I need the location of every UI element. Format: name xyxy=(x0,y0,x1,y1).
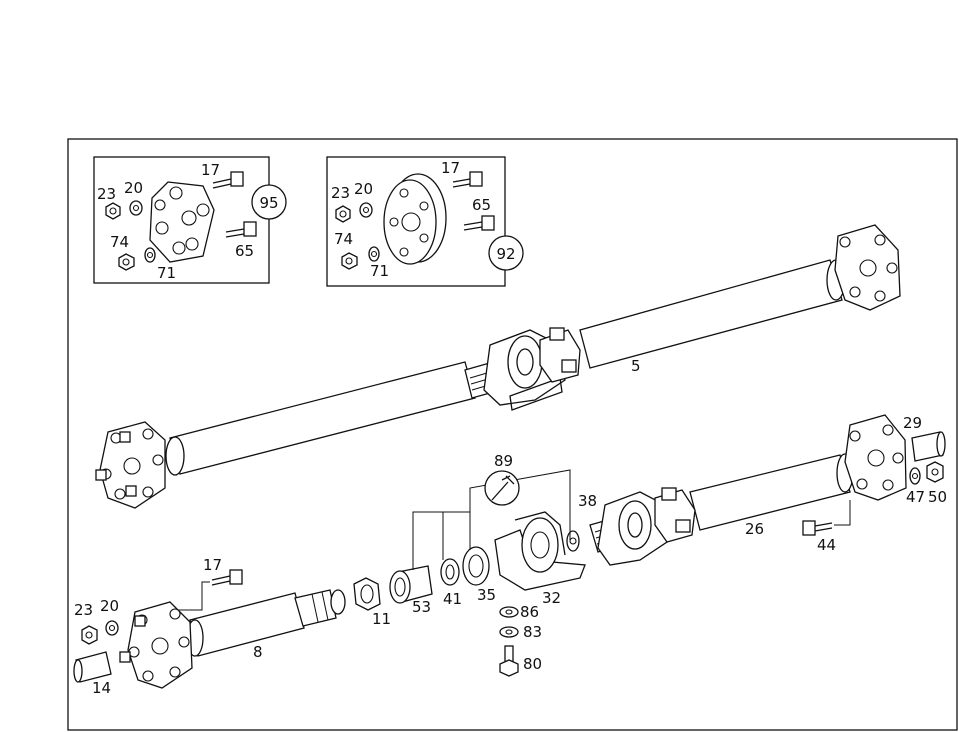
label-92-65: 65 xyxy=(472,196,491,214)
u-joint-5 xyxy=(539,327,581,383)
label-95-20: 20 xyxy=(124,179,143,197)
bearing-35 xyxy=(462,546,490,586)
sleeve-53 xyxy=(389,565,433,604)
nut-11 xyxy=(353,577,381,611)
inset-92: 92 17 23 20 74 71 65 xyxy=(326,156,524,287)
label-86: 86 xyxy=(520,603,539,621)
label-92-23: 23 xyxy=(331,184,350,202)
label-92-20: 20 xyxy=(354,180,373,198)
badge-95 xyxy=(251,184,287,220)
label-23: 23 xyxy=(74,601,93,619)
label-26: 26 xyxy=(745,520,764,538)
label-47: 47 xyxy=(906,488,925,506)
leader-17-flange xyxy=(178,581,210,611)
label-20: 20 xyxy=(100,597,119,615)
flange-26 xyxy=(844,414,907,501)
label-8: 8 xyxy=(253,643,263,661)
main-frame xyxy=(67,138,958,731)
label-38: 38 xyxy=(578,492,597,510)
flange-8 xyxy=(119,601,193,689)
flex-disc-95 xyxy=(149,181,215,263)
bracket-89 xyxy=(412,511,471,570)
u-joint-26 xyxy=(654,487,696,543)
leader-44-flange xyxy=(834,500,851,526)
label-14: 14 xyxy=(92,679,111,697)
badge-92 xyxy=(488,235,524,271)
bolt-44 xyxy=(802,520,833,536)
label-41: 41 xyxy=(443,590,462,608)
label-95-65: 65 xyxy=(235,242,254,260)
label-95-71: 71 xyxy=(157,264,176,282)
bolt-17-main xyxy=(211,569,243,586)
label-92-17: 17 xyxy=(441,159,460,177)
badge-95-text: 95 xyxy=(259,194,278,212)
label-5: 5 xyxy=(631,357,641,375)
label-95-17: 17 xyxy=(201,161,220,179)
wrench-89-icon xyxy=(484,470,520,506)
label-53: 53 xyxy=(412,598,431,616)
bolt-17-92 xyxy=(452,171,483,188)
center-bearing-26 xyxy=(597,491,671,566)
label-83: 83 xyxy=(523,623,542,641)
label-92-74: 74 xyxy=(334,230,353,248)
flange-5-front xyxy=(834,224,901,311)
center-mount-32 xyxy=(494,511,586,591)
label-11: 11 xyxy=(372,610,391,628)
badge-92-text: 92 xyxy=(496,245,515,263)
inset-95: 95 17 23 20 74 71 65 xyxy=(93,156,287,284)
inset-95-frame xyxy=(93,156,270,284)
flange-5-rear xyxy=(95,421,166,509)
flex-coupling-92 xyxy=(383,173,447,265)
label-95-23: 23 xyxy=(97,185,116,203)
bolt-80 xyxy=(499,645,519,677)
label-89: 89 xyxy=(494,452,513,470)
ring-41 xyxy=(440,558,460,586)
label-32: 32 xyxy=(542,589,561,607)
label-17: 17 xyxy=(203,556,222,574)
label-92-71: 71 xyxy=(370,262,389,280)
driveshaft-8: 89 38 17 23 20 14 8 11 53 41 35 32 86 83… xyxy=(73,452,597,697)
label-44: 44 xyxy=(817,536,836,554)
label-95-74: 74 xyxy=(110,233,129,251)
label-50: 50 xyxy=(928,488,947,506)
inset-92-frame xyxy=(326,156,506,287)
driveshaft-26: 29 26 44 47 50 xyxy=(589,414,947,566)
bolt-17-95 xyxy=(212,171,244,189)
label-29: 29 xyxy=(903,414,922,432)
bolt-65-92 xyxy=(463,215,495,231)
label-80: 80 xyxy=(523,655,542,673)
driveshaft-5: 5 xyxy=(95,224,901,509)
label-35: 35 xyxy=(477,586,496,604)
bolt-65-95 xyxy=(225,221,257,238)
